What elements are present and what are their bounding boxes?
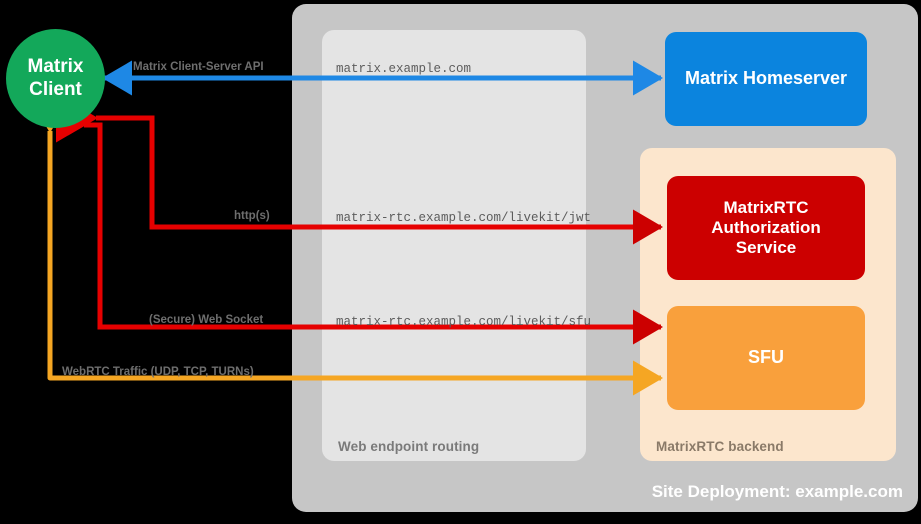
node-matrix-client[interactable]: Matrix Client <box>6 29 105 128</box>
auth-service-line3: Service <box>735 238 797 258</box>
auth-service-line2: Authorization <box>711 217 821 237</box>
auth-service-label: MatrixRTC Authorization Service <box>711 198 821 258</box>
edge-label-client-server-api: Matrix Client-Server API <box>133 61 264 73</box>
route-label-matrix-domain: matrix.example.com <box>336 62 472 76</box>
route-label-livekit-sfu: matrix-rtc.example.com/livekit/sfu <box>336 315 592 329</box>
matrix-client-line2: Client <box>29 78 82 100</box>
node-matrix-homeserver[interactable]: Matrix Homeserver <box>665 32 867 126</box>
sfu-label: SFU <box>748 347 784 368</box>
edge-label-webrtc-traffic: WebRTC Traffic (UDP, TCP, TURNs) <box>62 366 254 378</box>
matrixrtc-backend-label: MatrixRTC backend <box>656 439 784 454</box>
route-label-livekit-jwt: matrix-rtc.example.com/livekit/jwt <box>336 211 592 225</box>
site-deployment-label: Site Deployment: example.com <box>651 482 903 501</box>
web-endpoint-routing-label: Web endpoint routing <box>338 439 480 454</box>
node-matrixrtc-authorization-service[interactable]: MatrixRTC Authorization Service <box>667 176 865 280</box>
node-sfu[interactable]: SFU <box>667 306 865 410</box>
web-endpoint-routing-panel <box>322 30 586 461</box>
edge-label-secure-web-socket: (Secure) Web Socket <box>149 314 264 326</box>
matrix-client-line1: Matrix <box>27 56 84 78</box>
matrix-client-label: Matrix Client <box>28 56 84 101</box>
matrix-homeserver-label: Matrix Homeserver <box>684 68 848 89</box>
auth-service-line1: MatrixRTC <box>723 197 809 217</box>
edge-label-https: http(s) <box>234 210 270 222</box>
